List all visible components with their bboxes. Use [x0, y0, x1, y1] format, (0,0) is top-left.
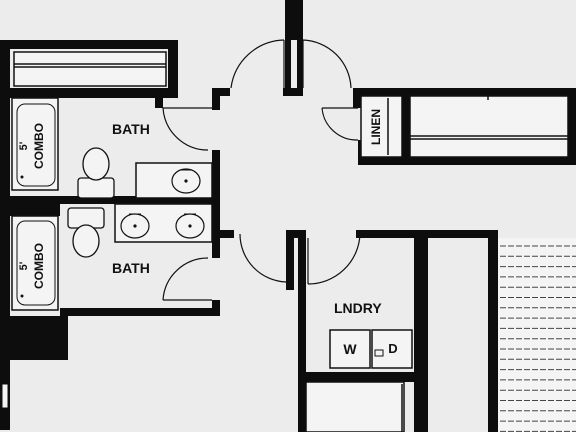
vanity-lower — [114, 203, 213, 243]
tub-lower: 5' COMBO — [11, 215, 59, 311]
room-label-bath-upper: BATH — [112, 121, 150, 137]
doors — [162, 39, 361, 301]
wall-outlet — [1, 383, 9, 409]
room-label-linen: LINEN — [369, 109, 383, 145]
toilet-upper — [77, 147, 115, 199]
tub-upper-size: 5' — [18, 141, 30, 150]
dryer: D — [371, 329, 413, 369]
room-label-bath-lower: BATH — [112, 260, 150, 276]
washer-label: W — [343, 341, 357, 357]
tub-upper: 5' COMBO — [11, 97, 59, 191]
tub-lower-size: 5' — [18, 261, 30, 270]
room-label-laundry: LNDRY — [334, 300, 382, 316]
linen-closet — [360, 95, 403, 158]
toilet-lower — [67, 207, 105, 258]
dryer-label: D — [388, 341, 397, 356]
vanity-upper — [135, 162, 213, 199]
stairs — [498, 238, 576, 432]
closet-lower — [305, 381, 405, 432]
washer: W — [329, 329, 371, 369]
tub-upper-type: COMBO — [32, 123, 46, 169]
closet-right — [409, 95, 569, 158]
closet-top-left — [13, 51, 167, 87]
tub-lower-type: COMBO — [32, 243, 46, 289]
